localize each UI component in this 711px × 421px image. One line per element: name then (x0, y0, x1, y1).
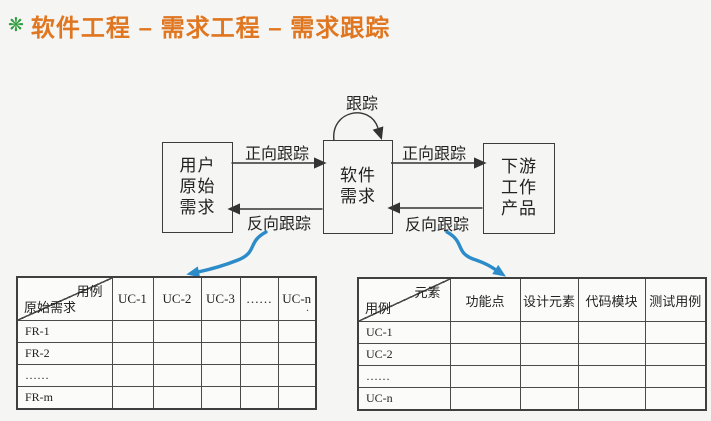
box-text-line: 需求 (179, 197, 216, 217)
box-text-line: 工作 (501, 178, 537, 198)
table-header-row: 元素 用例 功能点 设计元素 代码模块 测试用例 (357, 277, 707, 322)
empty-cell (239, 364, 279, 387)
column-header: UC-3 (200, 276, 241, 321)
empty-cell (277, 342, 317, 365)
empty-cell (577, 387, 646, 411)
corner-label-top: 用例 (76, 284, 103, 299)
empty-cell (111, 386, 154, 410)
empty-cell (519, 365, 579, 388)
row-header: FR-m (16, 386, 113, 410)
empty-cell (152, 320, 202, 343)
empty-cell (644, 365, 707, 388)
table-row: UC-2 (357, 343, 707, 366)
box-text-line: 原始 (179, 177, 216, 197)
right-trace-matrix-table: 元素 用例 功能点 设计元素 代码模块 测试用例 UC-1 UC-2 …… (357, 277, 707, 411)
column-header: 设计元素 (519, 277, 579, 322)
table-row: FR-1 (16, 320, 317, 343)
empty-cell (449, 387, 521, 411)
column-header: UC-2 (152, 276, 202, 321)
row-header: FR-1 (16, 320, 113, 343)
left-trace-matrix-table: 用例 原始需求 UC-1 UC-2 UC-3 …… UC-n FR-1 FR-2… (16, 276, 317, 410)
empty-cell (644, 387, 707, 411)
table-row: FR-m (16, 386, 317, 410)
diagonal-corner-cell: 用例 原始需求 (16, 276, 113, 321)
empty-cell (152, 364, 202, 387)
empty-cell (449, 365, 521, 388)
row-header: UC-n (357, 387, 451, 411)
empty-cell (200, 364, 241, 387)
table-row: UC-n (357, 387, 707, 411)
empty-cell (577, 343, 646, 366)
box-software-requirements: 软件 需求 (323, 140, 393, 234)
box-text-line: 需求 (340, 187, 376, 206)
table-header-row: 用例 原始需求 UC-1 UC-2 UC-3 …… UC-n (16, 276, 317, 321)
column-header: UC-1 (111, 276, 154, 321)
box-user-original-requirements: 用户 原始 需求 (162, 142, 233, 233)
empty-cell (577, 321, 646, 344)
empty-cell (644, 321, 707, 344)
box-text-line: 下游 (501, 157, 537, 177)
column-header: 功能点 (449, 277, 521, 322)
empty-cell (239, 342, 279, 365)
empty-cell (277, 364, 317, 387)
row-header: FR-2 (16, 342, 113, 365)
empty-cell (449, 321, 521, 344)
row-header: UC-2 (357, 343, 451, 366)
box-text-line: 软件 (340, 166, 376, 186)
empty-cell (111, 364, 154, 387)
empty-cell (239, 386, 279, 410)
table-row: …… (357, 365, 707, 388)
empty-cell (449, 343, 521, 366)
page-title: ❋ 软件工程 – 需求工程 – 需求跟踪 (8, 8, 390, 43)
empty-cell (200, 386, 241, 410)
empty-cell (200, 342, 241, 365)
column-header: 测试用例 (644, 277, 707, 322)
empty-cell (111, 342, 154, 365)
diagonal-corner-cell: 元素 用例 (357, 277, 451, 322)
corner-label-bottom: 原始需求 (24, 300, 77, 315)
empty-cell (239, 320, 279, 343)
row-header: …… (16, 364, 113, 387)
empty-cell (111, 320, 154, 343)
self-trace-loop-arrow (333, 112, 384, 142)
table-row: …… (16, 364, 317, 387)
blue-arrow-left-table (186, 230, 268, 278)
label-backward-trace-right: 反向跟踪 (404, 217, 469, 234)
empty-cell (519, 387, 579, 411)
page-title-text: 软件工程 – 需求工程 – 需求跟踪 (30, 15, 391, 42)
column-header: …… (239, 276, 279, 321)
empty-cell (577, 365, 646, 388)
flower-icon: ❋ (8, 14, 24, 36)
empty-cell (152, 386, 202, 410)
row-header: UC-1 (357, 321, 451, 344)
label-forward-trace-left: 正向跟踪 (244, 146, 309, 163)
empty-cell (200, 320, 241, 343)
empty-cell (519, 321, 579, 344)
stray-dot-mark: . (306, 300, 309, 314)
label-self-trace: 跟踪 (345, 96, 378, 113)
empty-cell (644, 343, 707, 366)
empty-cell (519, 343, 579, 366)
box-text-line: 产品 (501, 198, 537, 218)
row-header: …… (357, 365, 451, 388)
table-row: FR-2 (16, 342, 317, 365)
table-row: UC-1 (357, 321, 707, 344)
empty-cell (277, 386, 317, 410)
corner-label-top: 元素 (414, 285, 441, 300)
box-downstream-work-products: 下游 工作 产品 (483, 143, 555, 234)
label-forward-trace-right: 正向跟踪 (401, 146, 466, 163)
column-header: 代码模块 (577, 277, 646, 322)
empty-cell (277, 320, 317, 343)
empty-cell (152, 342, 202, 365)
blue-arrow-right-table (445, 230, 506, 277)
column-header: UC-n (277, 276, 317, 321)
corner-label-bottom: 用例 (365, 301, 392, 316)
box-text-line: 用户 (179, 156, 216, 176)
label-backward-trace-left: 反向跟踪 (246, 216, 311, 233)
